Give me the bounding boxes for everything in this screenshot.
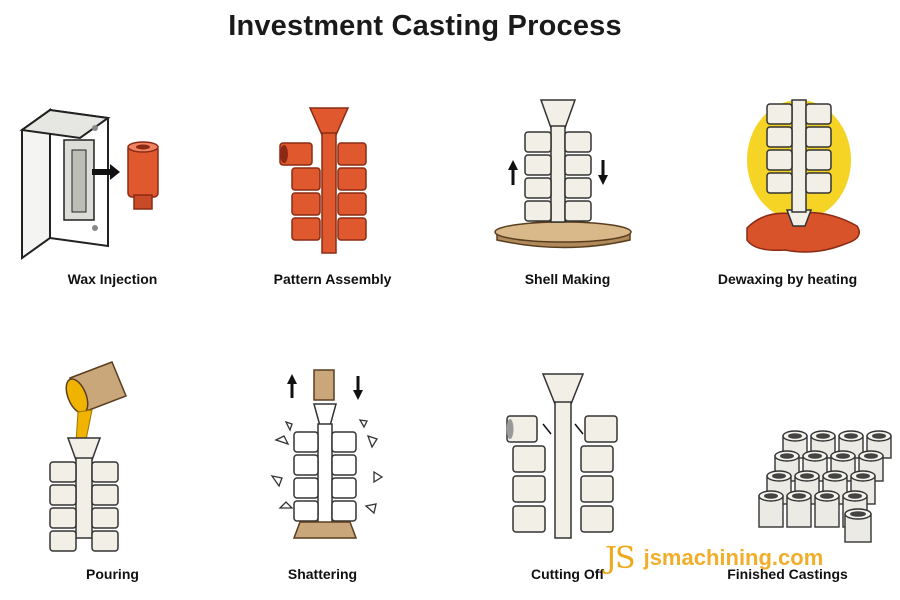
watermark-text: jsmachining.com: [643, 545, 824, 570]
step-pattern-assembly: Pattern Assembly: [220, 0, 445, 300]
shell-fragments: [270, 419, 384, 515]
step-label: Wax Injection: [67, 271, 158, 287]
step-label: Shattering: [287, 566, 358, 582]
wax-pattern-cluster: [279, 142, 367, 241]
pouring-icon: [49, 361, 127, 552]
step-label: Pouring: [86, 566, 139, 582]
step-label: Finished Castings: [727, 566, 848, 582]
wax-injection-icon: [19, 108, 159, 260]
pattern-assembly-icon: [279, 107, 367, 254]
js-logo-icon: JS: [605, 540, 636, 576]
step-finished-castings: Finished Castings: [675, 300, 900, 600]
step-pouring: Pouring: [0, 300, 225, 600]
step-shell-making: Shell Making: [455, 0, 680, 300]
finished-castings-icon: [758, 430, 892, 543]
step-label: Pattern Assembly: [273, 271, 392, 287]
shell-making-icon: [494, 99, 632, 249]
finished-casting-cluster: [758, 430, 892, 543]
watermark: JS jsmachining.com: [605, 540, 865, 576]
step-label: Dewaxing by heating: [717, 271, 858, 287]
step-label: Cutting Off: [530, 566, 605, 582]
step-cutting-off: Cutting Off: [455, 300, 680, 600]
step-wax-injection: Wax Injection: [0, 0, 225, 300]
shattering-icon: [270, 369, 384, 539]
step-shattering: Shattering: [210, 300, 435, 600]
step-label: Shell Making: [524, 271, 611, 287]
step-dewaxing: Dewaxing by heating: [675, 0, 900, 300]
dewaxing-icon: [746, 99, 860, 253]
page-title: Investment Casting Process: [228, 10, 622, 42]
cutting-off-icon: [506, 373, 618, 539]
